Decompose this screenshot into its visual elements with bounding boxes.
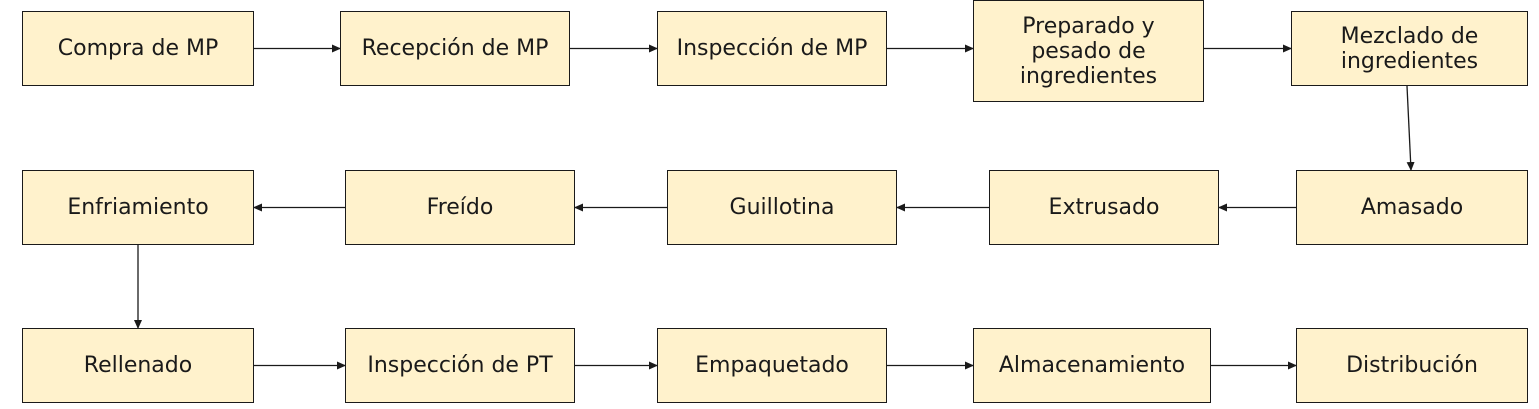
node-label: Compra de MP — [57, 36, 219, 61]
node-label: Empaquetado — [695, 353, 849, 378]
node-label: Distribución — [1346, 353, 1478, 378]
node-label: Mezclado de ingredientes — [1340, 23, 1479, 74]
node-label: Enfriamiento — [67, 195, 209, 220]
node-preparado-pesado: Preparado y pesado de ingredientes — [973, 0, 1204, 102]
node-extrusado: Extrusado — [989, 170, 1219, 245]
node-almacenamiento: Almacenamiento — [973, 328, 1211, 403]
node-compra-mp: Compra de MP — [22, 11, 254, 86]
node-recepcion-mp: Recepción de MP — [340, 11, 570, 86]
node-label: Almacenamiento — [998, 353, 1186, 378]
node-label: Rellenado — [83, 353, 193, 378]
node-distribucion: Distribución — [1296, 328, 1528, 403]
node-label: Preparado y pesado de ingredientes — [1019, 13, 1158, 89]
node-guillotina: Guillotina — [667, 170, 897, 245]
node-enfriamiento: Enfriamiento — [22, 170, 254, 245]
node-label: Guillotina — [729, 195, 835, 220]
node-mezclado: Mezclado de ingredientes — [1291, 11, 1528, 86]
node-label: Inspección de MP — [676, 36, 868, 61]
arrow-mezclado-to-amasado — [1406, 85, 1415, 171]
node-rellenado: Rellenado — [22, 328, 254, 403]
node-freido: Freído — [345, 170, 575, 245]
node-inspeccion-pt: Inspección de PT — [345, 328, 575, 403]
node-amasado: Amasado — [1296, 170, 1528, 245]
node-label: Recepción de MP — [361, 36, 549, 61]
node-label: Inspección de PT — [367, 353, 553, 378]
node-inspeccion-mp: Inspección de MP — [657, 11, 887, 86]
node-label: Amasado — [1360, 195, 1464, 220]
node-label: Extrusado — [1048, 195, 1160, 220]
node-label: Freído — [426, 195, 494, 220]
node-empaquetado: Empaquetado — [657, 328, 887, 403]
